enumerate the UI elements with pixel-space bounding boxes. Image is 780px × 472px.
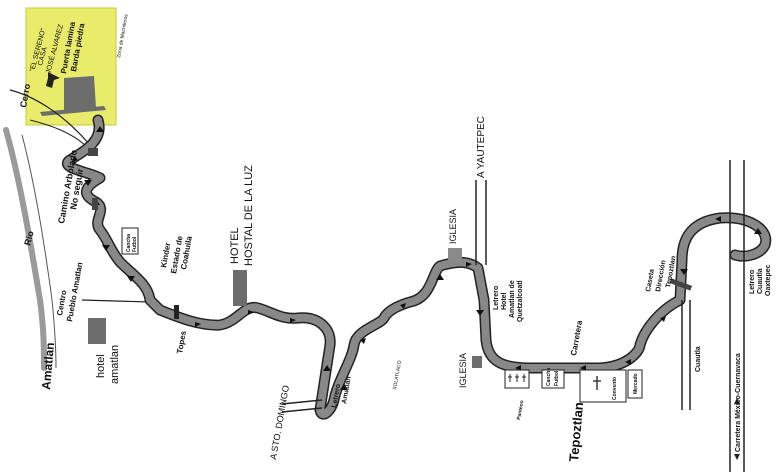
panteon-crosses-icon xyxy=(508,374,526,382)
hotel-amatlan-building xyxy=(88,318,106,344)
topes-marker xyxy=(174,305,179,319)
letrero-amatlan-2: Amatlan xyxy=(341,376,353,404)
mercado-box xyxy=(627,369,643,399)
sto-domingo-road-lower xyxy=(281,399,323,405)
cancha-tepoz-label: Cancha xyxy=(546,368,552,386)
yautepec-label: A YAUTEPEC xyxy=(476,116,487,178)
landmark-building-2 xyxy=(92,198,98,210)
parking-label: Zona de Machiteros xyxy=(116,13,130,58)
hotel-luz-label-1: HOTEL xyxy=(229,227,241,264)
letrero-q-3: Amatlan de xyxy=(509,280,516,318)
letrero-q-1: Letrero xyxy=(493,286,500,310)
cerro-label: Cerro xyxy=(18,82,32,108)
mexico-cuernavaca-label: Carretera México-Cuernavaca xyxy=(735,353,742,452)
panteon-label: Panteon xyxy=(516,400,525,420)
cancha-futbol-tepoz-box xyxy=(541,369,565,389)
futbol-tepoz-label: Futbol xyxy=(554,370,560,386)
xolatlaco-label: XOLATLACO xyxy=(392,360,403,390)
iglesia-top-label: IGLESIA xyxy=(448,209,458,244)
hotel-amatlan-label-2: amatlan xyxy=(109,345,121,384)
centro-label-1: Centro xyxy=(55,289,68,316)
landmark-building xyxy=(88,148,98,156)
letrero-c-1: Letrero xyxy=(749,270,756,294)
cerro-road xyxy=(29,119,86,146)
tepoztlan-town-label: Tepoztlan xyxy=(566,401,586,462)
destination-name-2: CASA xyxy=(37,46,49,67)
hotel-amatlan-label-1: hotel xyxy=(95,354,107,378)
convento-label: Convento xyxy=(612,377,618,400)
iglesia-top-building xyxy=(448,248,462,262)
main-road xyxy=(63,116,770,419)
convento-cross-icon xyxy=(593,376,601,390)
river-edge xyxy=(21,134,57,369)
cuautla-road-label: Cuautla xyxy=(695,346,702,372)
convento-box xyxy=(579,369,627,403)
sto-domingo-road xyxy=(281,407,323,413)
kinder-label-1: Kinder xyxy=(159,242,172,269)
iglesia-bottom-building xyxy=(472,356,482,368)
mercado-label: Mercado xyxy=(633,373,639,394)
highway-arrow-up-icon xyxy=(734,398,740,404)
cancha-label: Cancha xyxy=(126,234,132,252)
letrero-c-2: Cuautla xyxy=(757,268,764,294)
topes-label: Topes xyxy=(175,330,188,355)
letrero-amatlan-1: Letrero xyxy=(331,383,342,408)
letrero-q-2: Hotel xyxy=(501,292,508,310)
property-building xyxy=(64,76,96,110)
entrance-arrow-icon xyxy=(46,72,60,88)
river xyxy=(3,127,47,371)
sto-domingo-label: A STO. DOMINGO xyxy=(268,384,291,460)
letrero-c-3: Oaxtepec xyxy=(765,264,772,296)
rio-label: Rio xyxy=(22,229,36,246)
amatlan-town-label: Amatlan xyxy=(39,342,57,390)
caseta-marker xyxy=(669,278,693,291)
centro-road xyxy=(81,299,151,303)
hotel-luz-building xyxy=(233,270,247,306)
cancha-futbol-box xyxy=(121,227,139,255)
letrero-q-4: Quetzalcoatl xyxy=(517,280,524,322)
futbol-label: Futbol xyxy=(132,236,138,252)
iglesia-bottom-label: IGLESIA xyxy=(458,353,468,388)
highway-arrow-down-icon xyxy=(734,454,740,460)
camino-arbolado-road xyxy=(9,89,91,146)
caseta-label-1: Caseta xyxy=(645,268,656,292)
hotel-luz-label-2: HOSTAL DE LA LUZ xyxy=(243,165,255,266)
carretera-label: Carretera xyxy=(569,319,584,356)
